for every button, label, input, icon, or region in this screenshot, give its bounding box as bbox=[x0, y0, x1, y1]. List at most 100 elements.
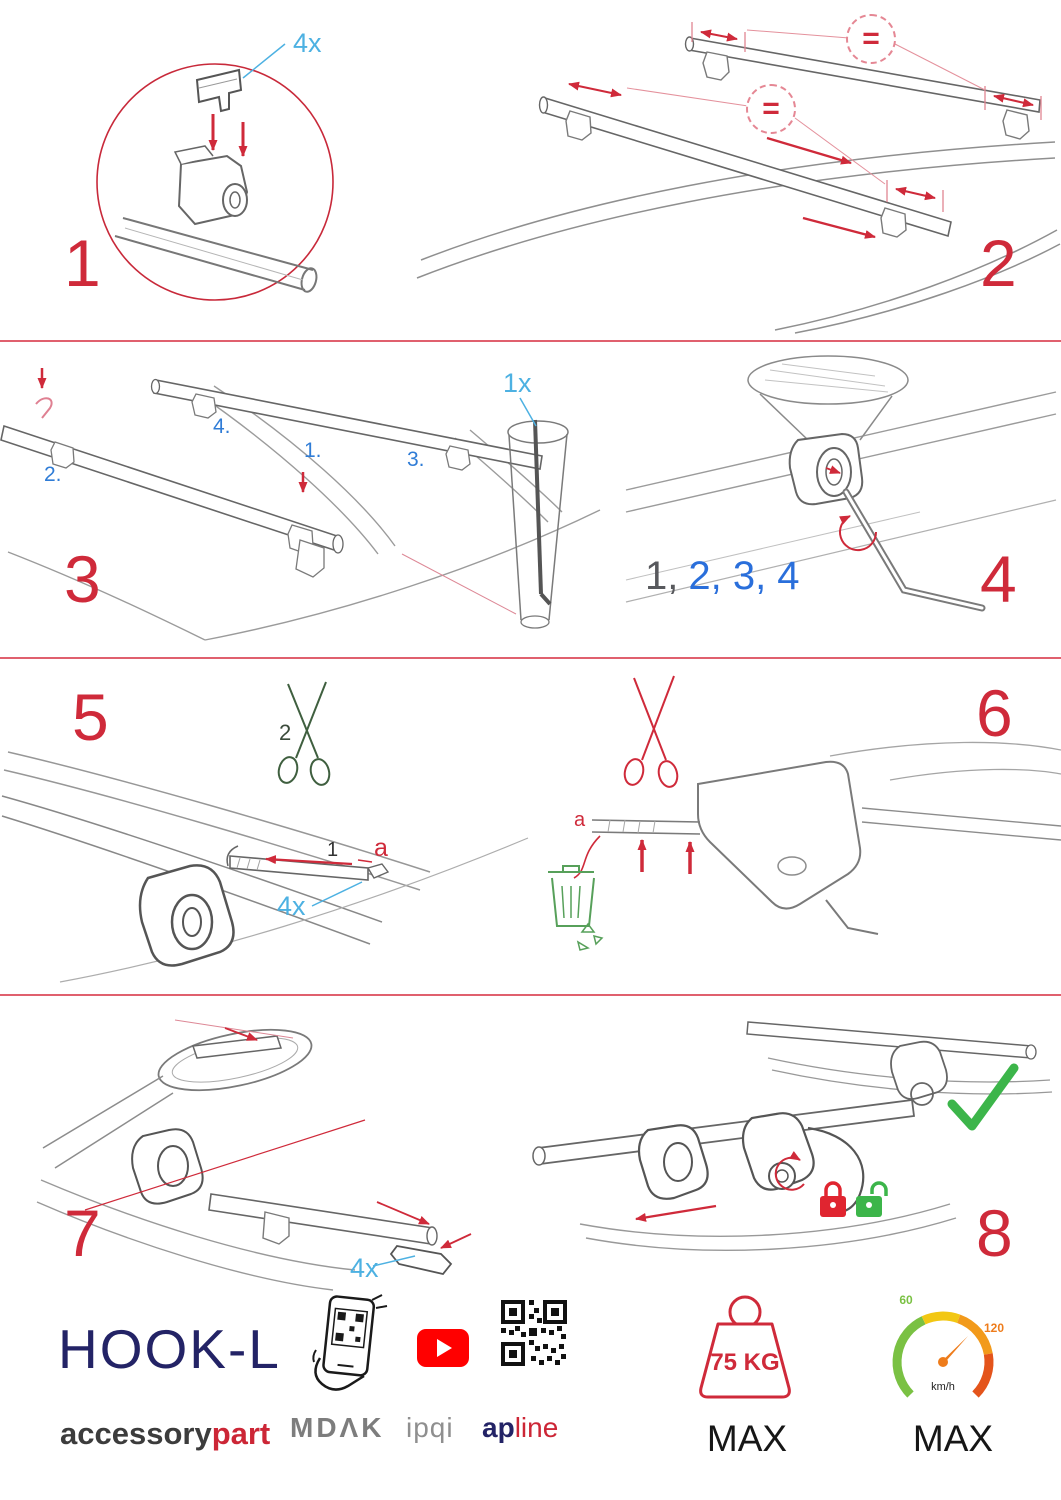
locked-padlock-icon bbox=[820, 1181, 846, 1217]
clamp-drawing bbox=[138, 864, 235, 967]
unlocked-padlock-icon bbox=[856, 1181, 888, 1217]
alignment-red-line bbox=[84, 1119, 366, 1211]
gauge-needle bbox=[939, 1336, 968, 1364]
step5-illustration bbox=[1, 681, 529, 983]
qty-leader-line bbox=[311, 881, 363, 907]
equal-spacing-leader-lines bbox=[626, 29, 986, 185]
rear-crossbar-drawing bbox=[150, 378, 543, 471]
qty-leader-line bbox=[519, 397, 537, 427]
step3-red-marks bbox=[35, 368, 517, 615]
rails-drawing bbox=[579, 1203, 957, 1251]
qty-leader-line bbox=[372, 1255, 416, 1267]
step6-number: 6 bbox=[976, 676, 1013, 750]
discard-curl-line bbox=[573, 835, 601, 879]
qr-code-icon bbox=[501, 1300, 567, 1366]
speedometer-icon: 60 120 km/h bbox=[892, 1293, 1004, 1398]
insert-direction-arrows bbox=[208, 114, 248, 157]
slide-and-lock-arrows bbox=[635, 1151, 805, 1222]
brand-primary: accessory bbox=[60, 1416, 212, 1451]
step8-number: 8 bbox=[976, 1196, 1013, 1270]
bar-with-endcap-drawing bbox=[208, 1193, 453, 1276]
weight-value: 75 KG bbox=[710, 1349, 779, 1376]
push-up-arrows bbox=[637, 839, 695, 874]
bracket-drawing bbox=[697, 760, 1061, 935]
equals-icon: = bbox=[846, 14, 896, 64]
section-divider bbox=[0, 657, 1061, 659]
step3-illustration bbox=[0, 368, 601, 641]
equals-icon: = bbox=[746, 84, 796, 134]
rails-drawing bbox=[36, 1179, 356, 1291]
step5-a-label: a bbox=[374, 834, 388, 862]
allen-key-sleeve-drawing bbox=[507, 419, 569, 629]
step3-substep-4: 4. bbox=[213, 415, 231, 438]
recycle-bin-icon bbox=[548, 865, 604, 951]
clamp-closeup-drawing bbox=[788, 432, 864, 506]
step3-substep-2: 2. bbox=[44, 463, 62, 486]
front-crossbar-drawing bbox=[0, 424, 344, 578]
allen-key-drawing bbox=[842, 488, 986, 612]
sleeve-top-drawing bbox=[747, 355, 909, 441]
sequence-rest: 2, 3, 4 bbox=[688, 554, 800, 598]
strap-cut-drawing bbox=[591, 819, 701, 835]
clamps-drawing bbox=[637, 1112, 865, 1214]
product-name: HOOK-L bbox=[58, 1318, 281, 1380]
endcap-insert-arrows bbox=[174, 1019, 472, 1249]
qty-leader-line bbox=[242, 43, 286, 79]
step1-illustration bbox=[96, 43, 334, 301]
step3-substep-3: 3. bbox=[407, 448, 425, 471]
step4-tighten-sequence: 1,2, 3, 4 bbox=[645, 556, 800, 596]
clamp-drawing bbox=[131, 1128, 204, 1205]
play-icon bbox=[437, 1339, 452, 1357]
step5-qty-label: 4x bbox=[277, 891, 306, 921]
rotation-arrow bbox=[825, 465, 878, 552]
brand-logo: accessorypart bbox=[60, 1418, 270, 1449]
equal-spacing-symbol: = bbox=[762, 92, 780, 125]
section-divider bbox=[0, 994, 1061, 996]
crossbar-drawing bbox=[114, 217, 318, 293]
speed-unit-label: km/h bbox=[931, 1381, 955, 1393]
step3-substep-1: 1. bbox=[304, 439, 322, 462]
magnifier-circle-icon bbox=[96, 63, 334, 301]
strap-drawing bbox=[226, 845, 390, 881]
step8-illustration bbox=[532, 1021, 1053, 1251]
step3-number: 3 bbox=[64, 542, 101, 616]
step5-number: 5 bbox=[72, 680, 109, 754]
step3-qty-label: 1x bbox=[503, 368, 532, 398]
step2-number: 2 bbox=[980, 226, 1017, 300]
step2-illustration bbox=[416, 22, 1061, 334]
youtube-icon bbox=[417, 1329, 469, 1367]
bar-end-opening-drawing bbox=[42, 1028, 313, 1169]
phone-qr-scan-icon bbox=[312, 1294, 388, 1391]
step4-number: 4 bbox=[980, 542, 1017, 616]
step7-number: 7 bbox=[64, 1196, 101, 1270]
step5-pull-label: 1 bbox=[327, 839, 339, 861]
logo-ap: ap bbox=[482, 1412, 515, 1443]
step6-a-label: a bbox=[574, 809, 586, 831]
dimension-arrows bbox=[568, 22, 1042, 239]
weight-max-icon: 75 KG bbox=[699, 1295, 791, 1399]
logo-mdak: MDΛK bbox=[290, 1412, 385, 1443]
checkmark-icon bbox=[947, 1063, 1019, 1131]
equal-spacing-symbol: = bbox=[862, 22, 880, 55]
sequence-first: 1, bbox=[645, 554, 679, 598]
scissors-icon bbox=[277, 681, 331, 786]
logo-line: line bbox=[514, 1412, 559, 1443]
brand-accent: part bbox=[211, 1416, 271, 1451]
step6-illustration bbox=[548, 675, 1061, 951]
front-crossbar-drawing bbox=[538, 96, 952, 238]
mini-result-drawing bbox=[746, 1021, 1053, 1106]
logo-ipqi: ipqi bbox=[406, 1412, 454, 1443]
step7-illustration bbox=[36, 1019, 472, 1291]
scissors-icon bbox=[623, 675, 679, 788]
roof-lines-drawing bbox=[829, 741, 1061, 781]
clamp-drawing bbox=[173, 145, 249, 226]
step1-qty-label: 4x bbox=[293, 28, 322, 58]
step7-qty-label: 4x bbox=[350, 1253, 379, 1283]
roof-rails-drawing bbox=[416, 141, 1061, 334]
speed-peak-label: 120 bbox=[984, 1321, 1004, 1335]
weight-max-label: MAX bbox=[706, 1418, 788, 1459]
logo-apline: apline bbox=[482, 1414, 558, 1442]
step5-cut-label: 2 bbox=[279, 720, 292, 745]
step4-illustration bbox=[625, 355, 1057, 612]
